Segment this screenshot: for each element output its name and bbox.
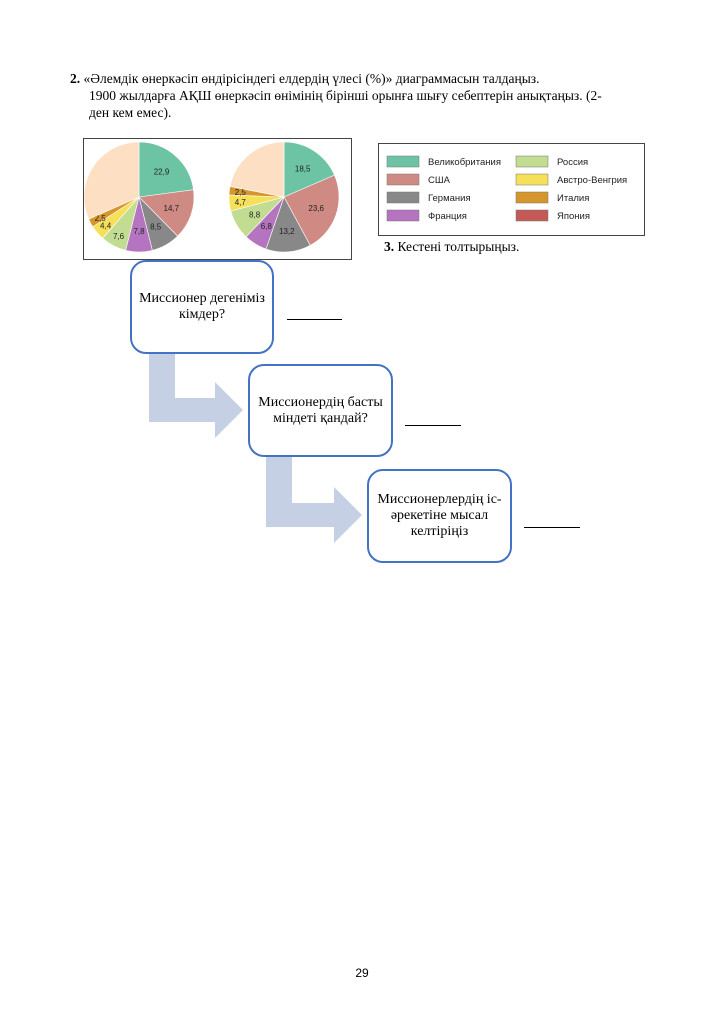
task-2-number: 2.: [70, 71, 81, 86]
flow-box-1: Миссионер дегеніміз кімдер?: [130, 260, 274, 354]
task-3-text: Кестені толтырыңыз.: [397, 239, 520, 254]
answer-blank-3[interactable]: [524, 527, 580, 528]
page-number: 29: [355, 966, 369, 980]
pie-2-label-2: 23,6: [308, 204, 324, 213]
pie-1-label-3: 8,5: [150, 223, 162, 232]
answer-blank-1[interactable]: [287, 319, 342, 320]
pie-1-slice-1: [138, 141, 194, 198]
legend-swatch-1: [386, 155, 420, 168]
pie-1-label-7: 2,5: [95, 214, 107, 223]
legend-label-1: Великобритания: [428, 157, 501, 168]
task-2-line1: «Әлемдік өнеркәсіп өндірісіндегі елдерді…: [83, 71, 540, 86]
flow-arrow-2: [266, 456, 362, 543]
pie-1-label-6: 4,4: [100, 222, 112, 231]
pie-1-label-2: 14,7: [164, 204, 180, 213]
legend-swatch-2: [515, 155, 549, 168]
pie-2-label-4: 6,8: [261, 222, 273, 231]
pie-1-slice-2: [138, 189, 195, 237]
legend-label-7: Франция: [428, 211, 467, 222]
legend-swatch-5: [386, 191, 420, 204]
flow-box-2: Миссионердің басты міндеті қандай?: [248, 364, 393, 457]
pie-2-slice-2: [283, 174, 340, 246]
pie-2-label-5: 8,8: [249, 210, 261, 219]
pie-charts-svg: 22,914,78,57,87,64,42,518,523,613,26,88,…: [83, 141, 340, 253]
task-3-number: 3.: [384, 239, 395, 254]
task-2: 2. «Әлемдік өнеркәсіп өндірісіндегі елде…: [70, 70, 670, 121]
legend-swatch-8: [515, 209, 549, 222]
legend-swatch-7: [386, 209, 420, 222]
flow-box-3-text: Миссионерлердің іс-әрекетіне мысал келті…: [377, 492, 502, 539]
legend-swatch-3: [386, 173, 420, 186]
legend-label-2: Россия: [557, 157, 588, 168]
flow-box-3: Миссионерлердің іс-әрекетіне мысал келті…: [367, 469, 512, 563]
legend-label-8: Япония: [557, 211, 590, 222]
task-2-line2: 1900 жылдарға АҚШ өнеркәсіп өнімінің бір…: [89, 88, 602, 103]
pie-1-slice-rest: [83, 141, 140, 220]
legend-label-4: Австро-Венгрия: [557, 175, 627, 186]
legend-label-5: Германия: [428, 193, 471, 204]
pie-2-slice-rest: [229, 141, 285, 198]
task-2-line3: ден кем емес).: [89, 105, 172, 120]
pie-2-label-6: 4,7: [235, 198, 247, 207]
pie-1-label-4: 7,8: [133, 227, 145, 236]
pie-1-label-5: 7,6: [113, 232, 125, 241]
pie-2-label-3: 13,2: [279, 227, 295, 236]
legend-swatch-6: [515, 191, 549, 204]
pie-2-label-7: 2,5: [235, 188, 247, 197]
legend-label-3: США: [428, 175, 451, 186]
flow-box-2-text: Миссионердің басты міндеті қандай?: [258, 394, 383, 426]
flow-arrow-1: [149, 352, 243, 438]
pie-2-label-1: 18,5: [295, 165, 311, 174]
task-3: 3. Кестені толтырыңыз.: [384, 239, 519, 255]
legend-swatch-4: [515, 173, 549, 186]
answer-blank-2[interactable]: [405, 425, 461, 426]
pie-2-slice-1: [283, 141, 335, 198]
legend-label-6: Италия: [557, 193, 589, 204]
pie-1-label-1: 22,9: [154, 167, 170, 176]
flow-box-1-text: Миссионер дегеніміз кімдер?: [139, 291, 265, 322]
flow-arrows: [149, 352, 362, 543]
